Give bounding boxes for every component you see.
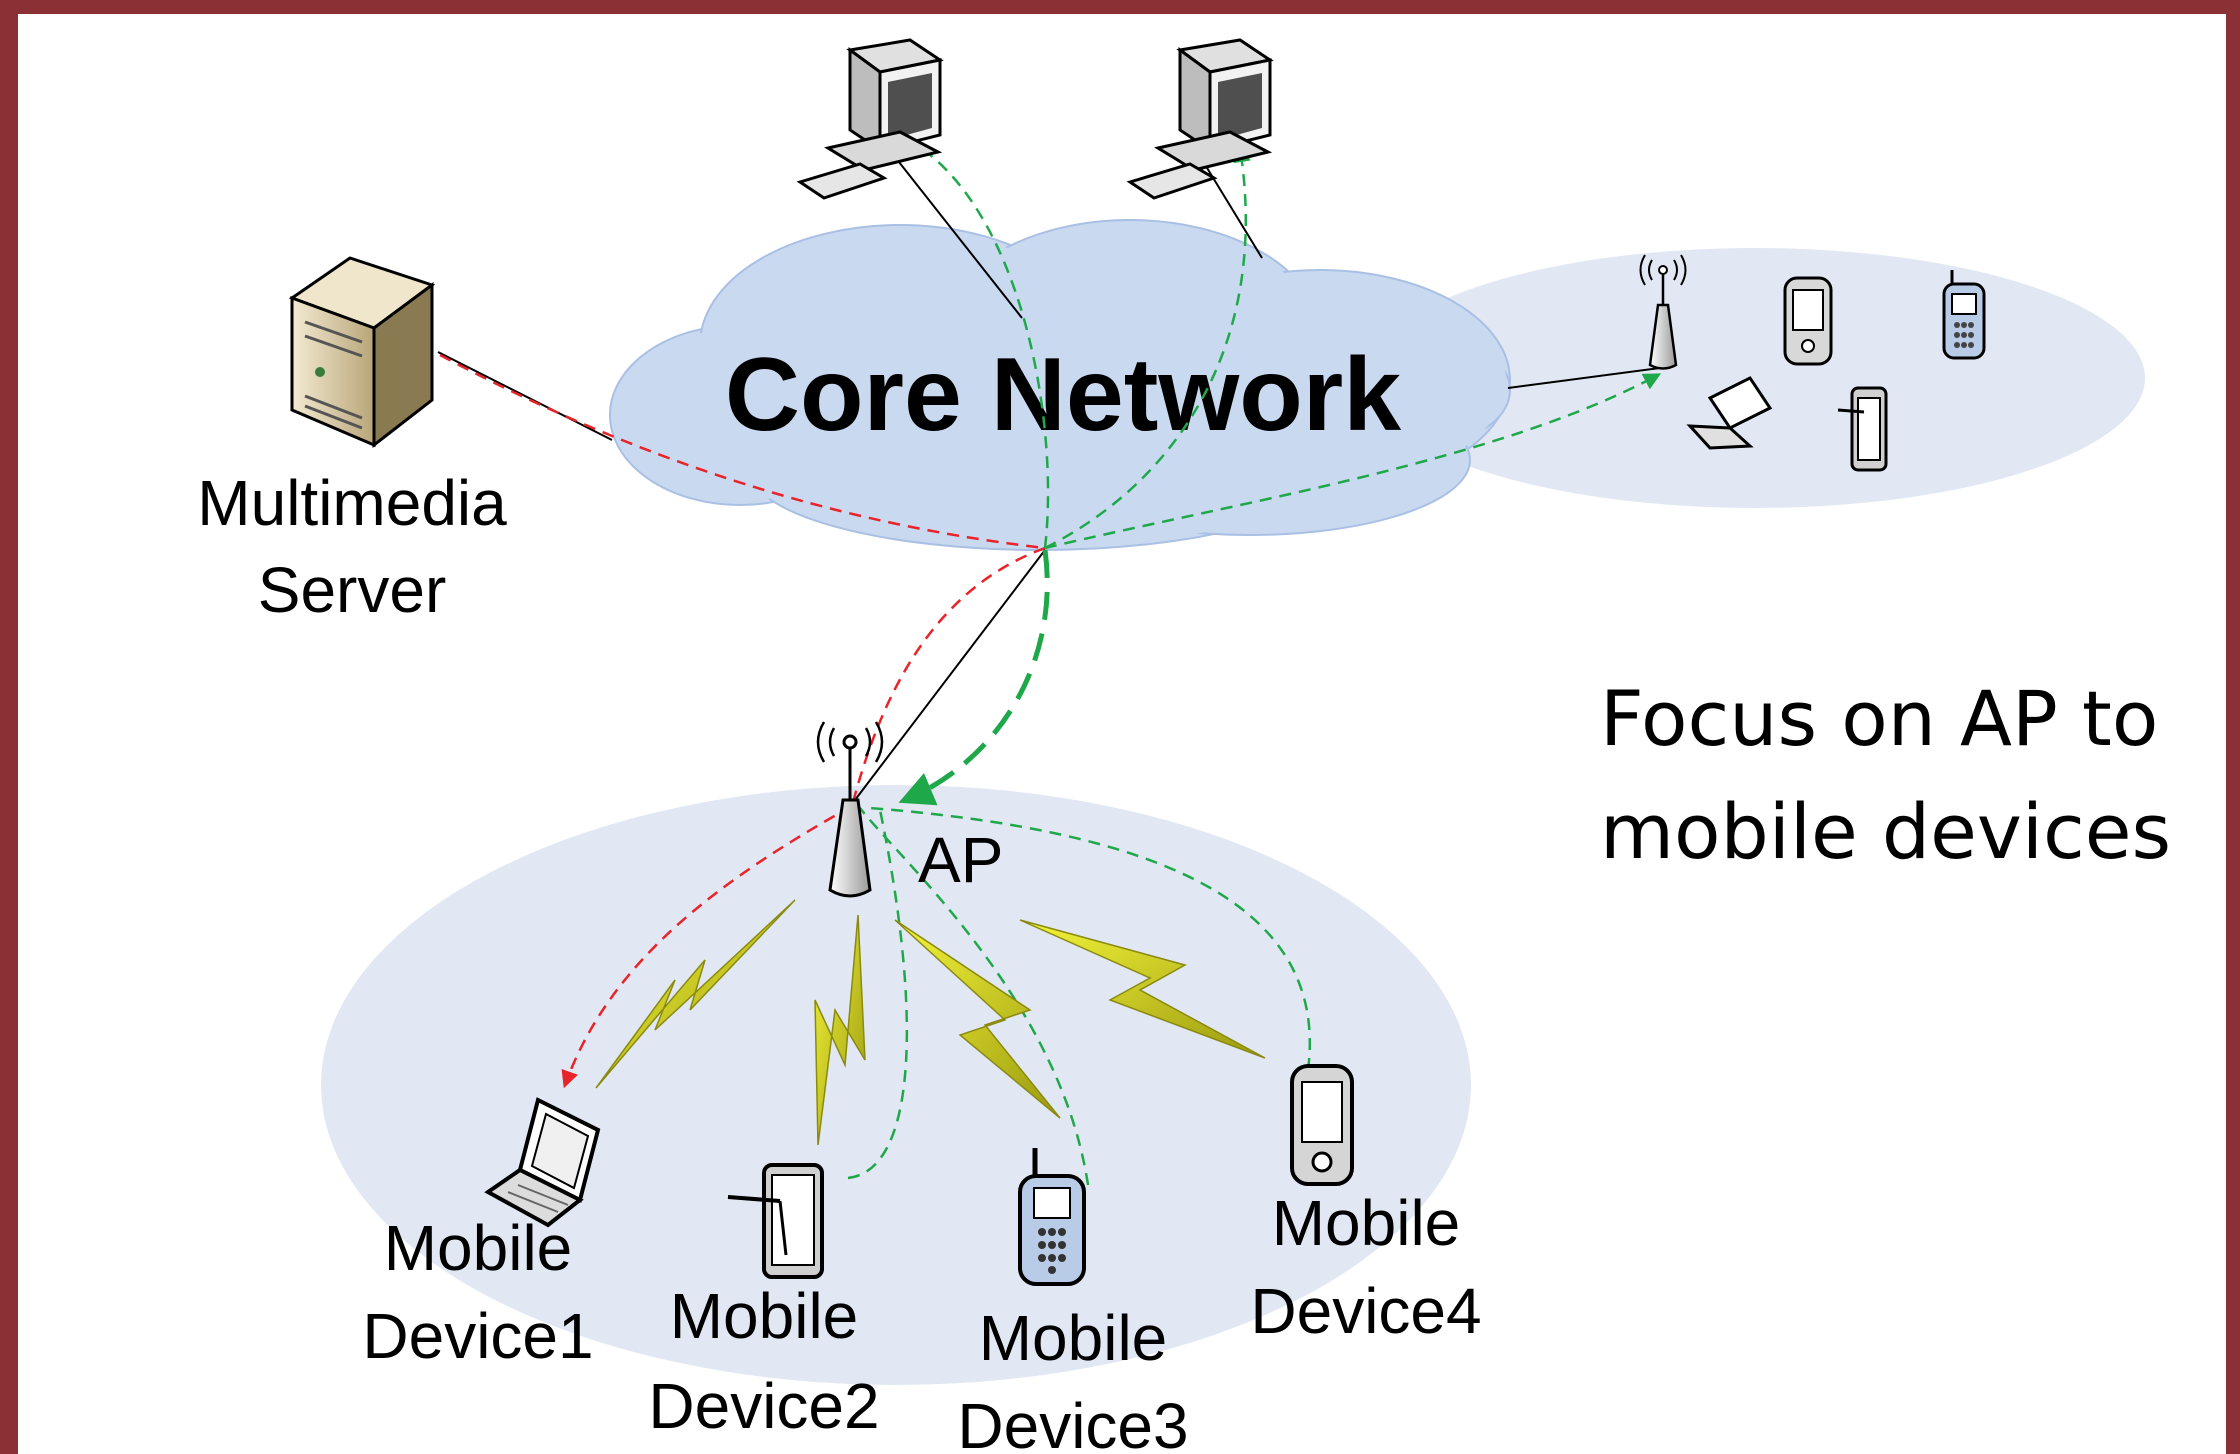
focus-caption-line2: mobile devices	[1600, 787, 2171, 876]
laptop-icon	[1686, 376, 1773, 450]
cell-phone-icon	[1942, 270, 1986, 360]
remote-access-point-icon	[1639, 254, 1687, 370]
tablet-icon	[727, 1163, 824, 1279]
multimedia-server-icon	[288, 256, 436, 449]
server-label-line1: Multimedia	[197, 467, 507, 539]
pda-icon	[1783, 276, 1833, 366]
ap-label: AP	[918, 824, 1003, 896]
device1-label-line2: Device1	[362, 1300, 593, 1372]
device1-label-line1: Mobile	[384, 1212, 573, 1284]
green-main-path	[898, 549, 1050, 806]
red-data-path	[439, 353, 1046, 1089]
device3-label-line2: Device3	[957, 1390, 1188, 1454]
device2-label-line2: Device2	[648, 1370, 879, 1442]
ap-coverage-area	[321, 785, 1471, 1385]
access-point-icon	[816, 721, 884, 898]
cloud-title: Core Network	[725, 337, 1401, 453]
laptop-icon	[484, 1097, 601, 1228]
green-data-paths	[847, 136, 1662, 1186]
device4-label-line2: Device4	[1250, 1275, 1481, 1347]
desktop-computer-icon	[796, 38, 944, 200]
tablet-icon	[1837, 386, 1888, 472]
device3-label-line1: Mobile	[979, 1302, 1168, 1374]
desktop-computer-icon	[1126, 38, 1274, 200]
server-label-line2: Server	[258, 554, 447, 626]
cell-phone-icon	[1018, 1148, 1086, 1286]
wireless-links	[595, 899, 1266, 1146]
device4-label-line1: Mobile	[1272, 1187, 1461, 1259]
pda-icon	[1290, 1064, 1354, 1186]
device2-label-line1: Mobile	[670, 1280, 859, 1352]
focus-caption-line1: Focus on AP to	[1600, 674, 2158, 763]
